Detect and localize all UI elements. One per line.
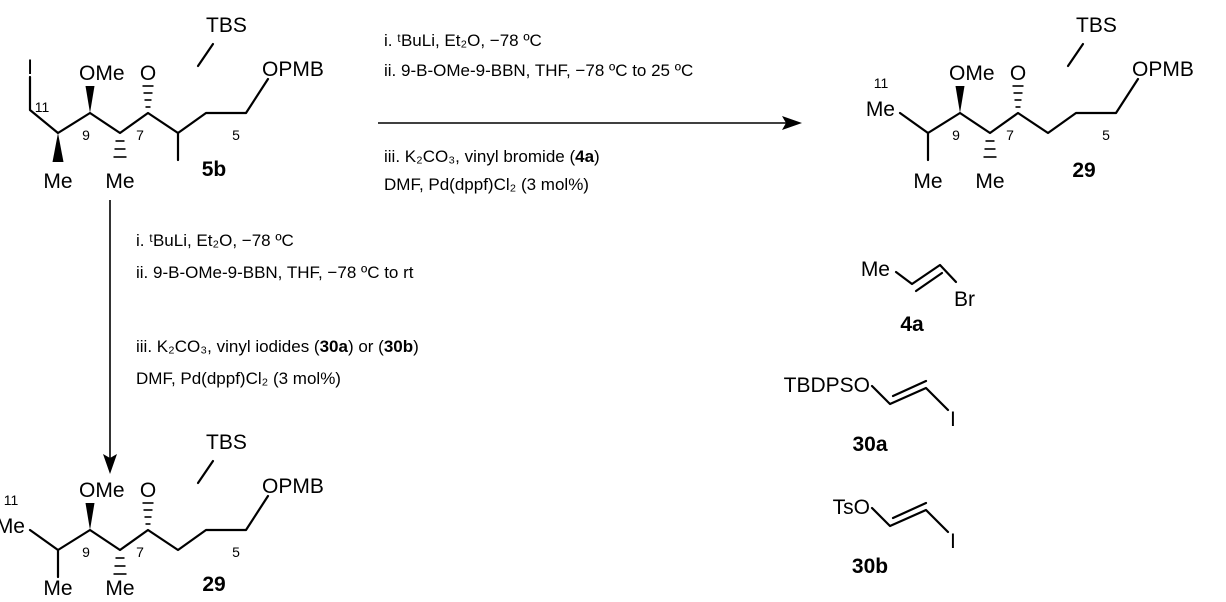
locant-c5: 5 — [1102, 127, 1110, 143]
compound-5b: I OMe O TBS OPMB Me Me 11 9 7 5 5b — [27, 14, 324, 193]
locant-c11: 11 — [35, 99, 50, 115]
reaction-arrow-down — [103, 200, 117, 474]
tbs-label: TBS — [206, 14, 247, 37]
wedge-bond-c9-ome — [85, 86, 95, 113]
hash-bond-c7-otbs — [1012, 85, 1024, 108]
compound-5b-skeleton — [28, 42, 270, 162]
methyl-c8-label: Me — [105, 170, 134, 193]
methyl-c10-label: Me — [913, 170, 942, 193]
locant-c5: 5 — [232, 127, 240, 143]
reagent-30a: TBDPSO I 30a — [784, 374, 956, 456]
hash-bond-c7-otbs — [142, 85, 154, 108]
methyl-c11-label: Me — [866, 98, 895, 121]
wedge-bond-c9-ome — [85, 503, 95, 530]
reaction-arrow-right — [378, 116, 802, 130]
wedge-bond-c9-ome — [955, 86, 965, 113]
reagent-30a-iodo-label: I — [950, 408, 956, 431]
condition-top-step-4: DMF, Pd(dppf)Cl₂ (3 mol%) — [384, 175, 589, 194]
reagent-30b-iodo-label: I — [950, 530, 956, 553]
otbs-oxygen-label: O — [1010, 62, 1026, 85]
hash-bond-c8-me — [113, 140, 127, 158]
compound-29-top-skeleton — [898, 42, 1140, 162]
condition-top-step-3: iii. K₂CO₃, vinyl bromide (4a) — [384, 147, 600, 166]
locant-c11: 11 — [4, 492, 19, 508]
reagent-4a: Me Br 4a — [861, 258, 975, 336]
compound-29-top: Me OMe O TBS OPMB Me Me 11 9 7 5 29 — [866, 14, 1194, 193]
hash-bond-c8-me — [983, 140, 997, 158]
conditions-top: i. ᵗBuLi, Et₂O, −78 ºC ii. 9-B-OMe-9-BBN… — [384, 31, 693, 194]
methyl-c8-label: Me — [975, 170, 1004, 193]
methyl-c10-label: Me — [43, 170, 72, 193]
locant-c9: 9 — [82, 544, 90, 560]
methyl-c11-label: Me — [0, 515, 25, 538]
ome-label: OMe — [949, 62, 995, 85]
compound-label-5b: 5b — [202, 158, 227, 181]
condition-down-step-2: ii. 9-B-OMe-9-BBN, THF, −78 ºC to rt — [136, 263, 414, 282]
locant-c11: 11 — [874, 75, 889, 91]
compound-label-30a: 30a — [852, 433, 887, 456]
compound-label-29-top: 29 — [1072, 159, 1095, 182]
opmb-label: OPMB — [262, 58, 324, 81]
condition-down-step-3: iii. K₂CO₃, vinyl iodides (30a) or (30b) — [136, 337, 419, 356]
condition-down-step-1: i. ᵗBuLi, Et₂O, −78 ºC — [136, 231, 294, 250]
opmb-label: OPMB — [262, 475, 324, 498]
locant-c7: 7 — [136, 127, 144, 143]
methyl-c8-label: Me — [105, 577, 134, 600]
compound-label-30b: 30b — [852, 555, 888, 578]
wedge-bond-c10-me — [52, 133, 64, 162]
condition-down-step-4: DMF, Pd(dppf)Cl₂ (3 mol%) — [136, 369, 341, 388]
locant-c9: 9 — [82, 127, 90, 143]
condition-top-step-1: i. ᵗBuLi, Et₂O, −78 ºC — [384, 31, 542, 50]
methyl-c10-label: Me — [43, 577, 72, 600]
compound-label-4a: 4a — [900, 313, 924, 336]
compound-29-bottom-skeleton — [28, 459, 270, 579]
iodo-label: I — [27, 56, 33, 79]
condition-top-step-2: ii. 9-B-OMe-9-BBN, THF, −78 ºC to 25 ºC — [384, 61, 693, 80]
hash-bond-c7-otbs — [142, 502, 154, 525]
locant-c9: 9 — [952, 127, 960, 143]
reagent-4a-me-label: Me — [861, 258, 890, 281]
locant-c5: 5 — [232, 544, 240, 560]
ome-label: OMe — [79, 62, 125, 85]
locant-c7: 7 — [1006, 127, 1014, 143]
reagent-30b-tso-label: TsO — [833, 496, 870, 519]
tbs-label: TBS — [206, 431, 247, 454]
compound-label-29-bottom: 29 — [202, 573, 225, 596]
reagent-4a-br-label: Br — [954, 288, 975, 311]
compound-29-bottom: Me OMe O TBS OPMB Me Me 11 9 7 5 29 — [0, 431, 324, 600]
conditions-down: i. ᵗBuLi, Et₂O, −78 ºC ii. 9-B-OMe-9-BBN… — [136, 231, 419, 388]
reagent-30b: TsO I 30b — [833, 496, 956, 578]
tbs-label: TBS — [1076, 14, 1117, 37]
reagent-30a-tbdpso-label: TBDPSO — [784, 374, 870, 397]
otbs-oxygen-label: O — [140, 62, 156, 85]
hash-bond-c8-me — [113, 557, 127, 575]
opmb-label: OPMB — [1132, 58, 1194, 81]
locant-c7: 7 — [136, 544, 144, 560]
ome-label: OMe — [79, 479, 125, 502]
otbs-oxygen-label: O — [140, 479, 156, 502]
